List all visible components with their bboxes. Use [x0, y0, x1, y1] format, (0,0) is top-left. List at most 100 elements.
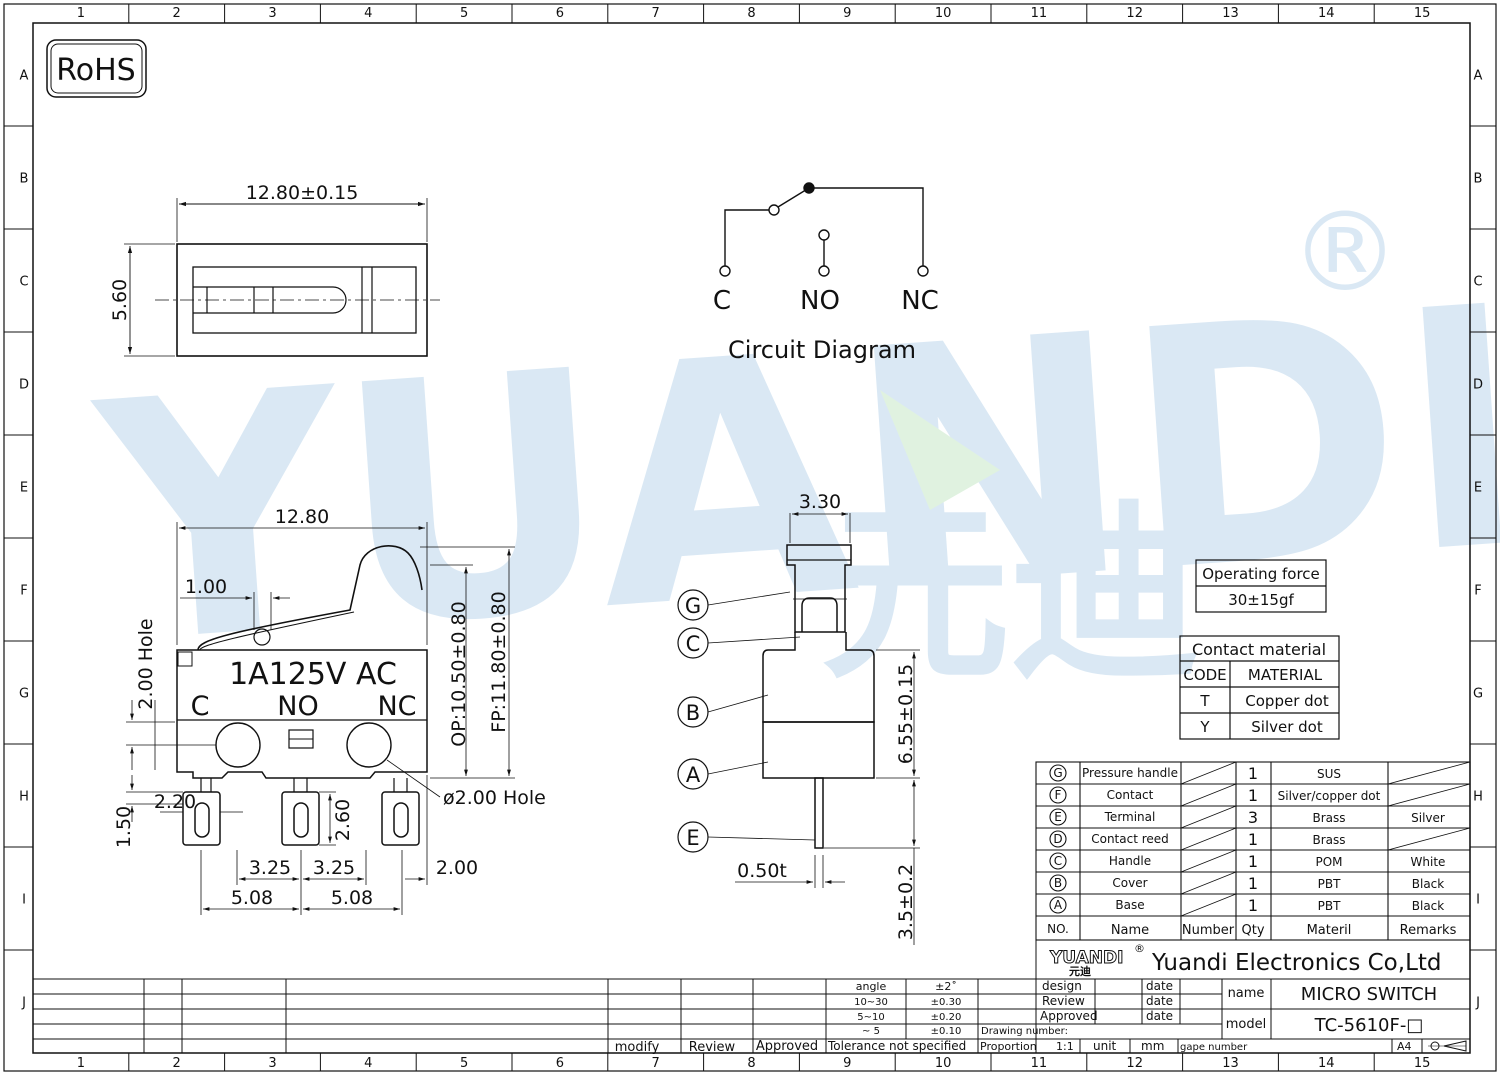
rev-approved: Approved	[756, 1039, 818, 1054]
zone-column-number: 10	[935, 6, 952, 21]
bom-material: PBT	[1318, 899, 1341, 913]
tol-range: 5~10	[857, 1012, 884, 1023]
company-logo: YUANDI	[1049, 948, 1123, 968]
bom-remarks: Black	[1412, 877, 1445, 891]
callout-b: B	[686, 701, 700, 725]
front-fp-dim: FP:11.80±0.80	[488, 591, 510, 732]
model-value: TC-5610F-□	[1314, 1015, 1424, 1036]
front-pitch-b: 3.25	[313, 857, 355, 879]
side-terminal-length-dim: 3.5±0.2	[895, 864, 917, 940]
zone-row-letter: A	[1474, 69, 1483, 84]
rohs-badge: RoHS	[46, 39, 147, 98]
bom-name: Contact	[1107, 788, 1154, 802]
name-value: MICRO SWITCH	[1301, 984, 1437, 1005]
zone-column-number: 5	[460, 1056, 468, 1071]
zone-column-number: 15	[1414, 6, 1431, 21]
page-number-label: gape number	[1180, 1042, 1248, 1053]
operating-force-header: Operating force	[1202, 565, 1320, 583]
bom-rows: G Pressure handle 1 SUS F Contact 1 Silv…	[1047, 764, 1456, 938]
zone-row-letter: I	[1476, 893, 1480, 908]
operating-force-table	[1195, 559, 1327, 613]
callout-e: E	[686, 826, 699, 850]
zone-column-number: 14	[1318, 1056, 1335, 1071]
tol-angle-label: angle	[856, 980, 887, 993]
tol-value: ±0.30	[931, 997, 962, 1008]
tol-range: 10~30	[854, 997, 888, 1008]
rev-review: Review	[689, 1040, 736, 1055]
zone-row-letter: A	[20, 69, 29, 84]
circuit-terminal-c: C	[713, 286, 731, 316]
bom-qty: 1	[1248, 852, 1258, 871]
title-block-lines	[33, 940, 1470, 1053]
bom-material: SUS	[1317, 767, 1341, 781]
zone-column-number: 2	[173, 6, 181, 21]
projection-symbol-icon	[1428, 1040, 1467, 1052]
title-block-text: YUANDI 元迪 ® Yuandi Electronics Co,Ltd de…	[615, 942, 1442, 1055]
zone-column-number: 6	[556, 6, 564, 21]
rating-label: 1A125V AC	[229, 657, 397, 692]
top-height-dim: 5.60	[109, 279, 131, 321]
front-terminal-nc: NC	[377, 691, 416, 722]
side-width-dim: 3.30	[799, 491, 841, 513]
sheet-size: A4	[1397, 1040, 1412, 1053]
circuit-terminal-nc: NC	[901, 286, 939, 316]
front-op-dim: OP:10.50±0.80	[448, 601, 470, 746]
zone-column-number: 2	[173, 1056, 181, 1071]
zone-markers: 1122334455667788991010111112121313141415…	[4, 4, 1496, 1071]
zone-column-number: 15	[1414, 1056, 1431, 1071]
cm-row-material: Silver dot	[1251, 718, 1323, 736]
zone-column-number: 8	[747, 6, 755, 21]
bom-material: PBT	[1318, 877, 1341, 891]
bom-no: G	[1053, 766, 1062, 780]
callout-g: G	[685, 594, 701, 618]
callout-a: A	[686, 763, 701, 787]
zone-column-number: 7	[652, 6, 660, 21]
review-label: Review	[1042, 994, 1085, 1008]
unit-value: mm	[1141, 1039, 1164, 1053]
bom-qty: 1	[1248, 764, 1258, 783]
tol-value: ±0.10	[931, 1026, 962, 1037]
bom-no: F	[1055, 788, 1062, 802]
watermark-leaf-icon	[880, 390, 1000, 510]
cm-header-code: CODE	[1183, 666, 1226, 684]
contact-material-table	[1179, 635, 1340, 740]
bom-material: Brass	[1312, 833, 1345, 847]
bom-name: Base	[1115, 898, 1144, 912]
bom-qty: 1	[1248, 874, 1258, 893]
zone-row-letter: J	[21, 996, 26, 1011]
top-view	[124, 198, 440, 357]
front-hole-dia: ø2.00 Hole	[443, 787, 546, 809]
zone-row-letter: C	[19, 275, 28, 290]
bom-remarks: Silver	[1411, 811, 1445, 825]
tol-range: ~ 5	[862, 1026, 880, 1037]
zone-column-number: 14	[1318, 6, 1335, 21]
front-lever-offset: 1.00	[185, 576, 227, 598]
company-name: Yuandi Electronics Co,Ltd	[1151, 950, 1442, 976]
zone-row-letter: D	[1473, 378, 1483, 393]
bom-material: POM	[1315, 855, 1342, 869]
zone-column-number: 13	[1222, 6, 1239, 21]
front-term-height: 2.60	[332, 799, 354, 841]
rohs-label: RoHS	[56, 53, 135, 88]
watermark-registered-icon: ®	[1290, 188, 1400, 316]
top-width-dim: 12.80±0.15	[246, 182, 359, 204]
front-view	[176, 545, 428, 846]
date-label: date	[1146, 1009, 1173, 1023]
zone-row-letter: J	[1475, 996, 1480, 1011]
company-logo-cn: 元迪	[1069, 964, 1091, 978]
company-registered-icon: ®	[1134, 942, 1145, 955]
front-hole-label: 2.00 Hole	[135, 618, 157, 709]
zone-column-number: 7	[652, 1056, 660, 1071]
callout-c: C	[686, 632, 701, 656]
bom-qty: 1	[1248, 830, 1258, 849]
front-pitch-left: 5.08	[231, 887, 273, 909]
proportion-label: Proportion	[980, 1040, 1037, 1053]
bom-header-no: NO.	[1047, 922, 1069, 936]
bom-name: Pressure handle	[1082, 766, 1178, 780]
bom-remarks: Black	[1412, 899, 1445, 913]
circuit-title: Circuit Diagram	[728, 336, 916, 364]
zone-column-number: 5	[460, 6, 468, 21]
front-pitch-a: 3.25	[249, 857, 291, 879]
bom-no: B	[1054, 876, 1062, 890]
